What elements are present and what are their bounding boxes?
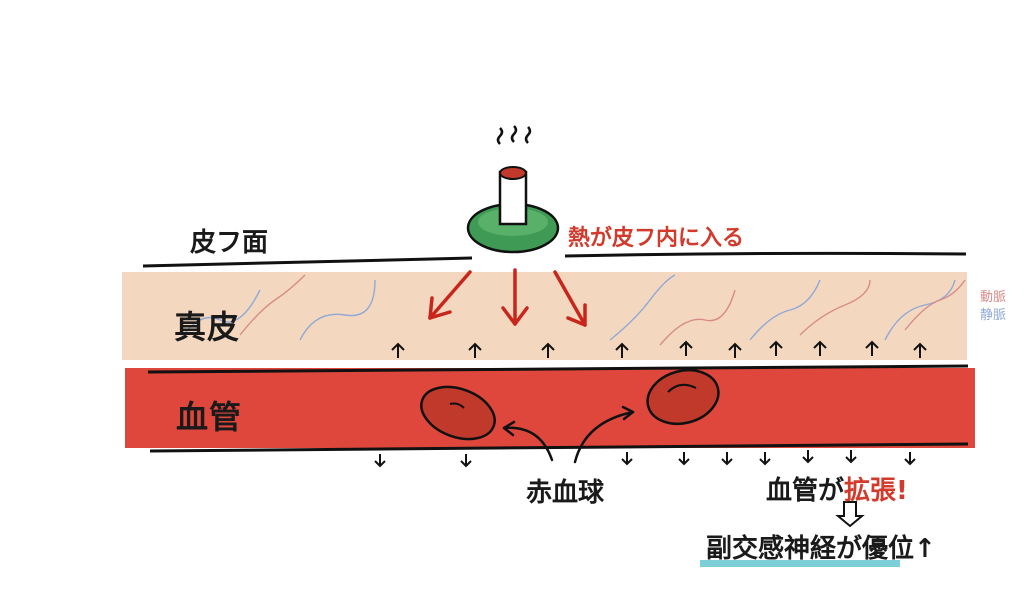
- blood-vessel-label: 血管: [176, 398, 243, 436]
- skin-surface-label: 皮フ面: [190, 228, 269, 258]
- vessel-top-line: [147, 364, 969, 374]
- steam-icon: [496, 125, 532, 145]
- capillary-network: [179, 274, 966, 346]
- vessel-bottom-line: [149, 442, 969, 453]
- dilation-word: 拡張!: [844, 476, 908, 506]
- artery-label: 動脈: [980, 290, 1007, 305]
- down-arrow-icon: [374, 450, 916, 468]
- up-arrow-icon: [391, 340, 927, 358]
- red-blood-cell-right: [646, 368, 720, 426]
- heat-source-icon: [466, 166, 560, 254]
- dermis-label: 真皮: [174, 308, 241, 346]
- outline-arrow-icon: [835, 501, 865, 528]
- parasympathetic-label: 副交感神経が優位↑: [706, 534, 936, 564]
- vein-label: 静脈: [980, 308, 1007, 323]
- heat-arrow-icon: [428, 268, 587, 327]
- cell-pointer-icon: [502, 405, 635, 464]
- red-blood-cell-left: [420, 385, 496, 441]
- dermis-layer: [122, 272, 967, 360]
- skin-surface-line-right: [564, 251, 967, 258]
- label-highlight: [700, 560, 900, 567]
- vessel-layer: [125, 368, 975, 448]
- red-blood-cell-label: 赤血球: [526, 478, 605, 508]
- skin-surface-line: [142, 256, 473, 268]
- dilation-prefix: 血管が: [766, 476, 845, 506]
- heat-enters-label: 熱が皮フ内に入る: [568, 226, 745, 251]
- dilation-label: 血管が拡張!: [766, 470, 908, 507]
